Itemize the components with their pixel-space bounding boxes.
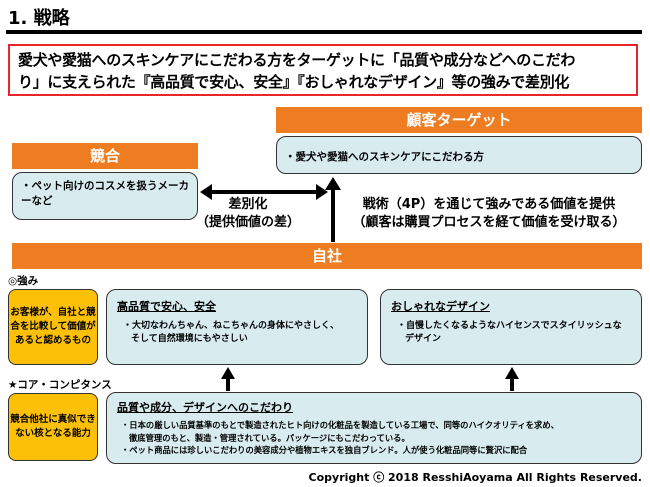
headline-line-1: 愛犬や愛猫へのスキンケアにこだわる方をターゲットに「品質や成分などへのこだわ xyxy=(18,51,576,69)
strength-quality-heading: 高品質で安心、安全 xyxy=(117,300,216,313)
headline-line-2: り」に支えられた『高品質で安心、安全』『おしゃれなデザイン』等の強みで差別化 xyxy=(18,73,570,91)
strength-quality-box: 高品質で安心、安全 ・大切なわんちゃん、ねこちゃんの身体にやさしく、 そして自然… xyxy=(106,289,368,365)
value-provision-arrow xyxy=(325,177,341,242)
strength-design-body: ・自慢したくなるようなハイセンスでスタイリッシュな デザイン xyxy=(391,320,631,346)
value-provision-line-2: （顧客は購買プロセスを経て価値を受け取る） xyxy=(352,215,626,230)
competitor-body: ・ペット向けのコスメを扱うメーカーなど xyxy=(21,180,189,207)
core-competence-line-3: ・ペット商品には珍しいこだわりの美容成分や植物エキスを独自ブレンド。人が使う化粧… xyxy=(121,445,528,455)
strengths-label: ◎強み xyxy=(8,275,39,287)
differentiation-line-1: 差別化 xyxy=(228,197,268,212)
copyright: Copyright ⓒ 2018 ResshiAoyama All Rights… xyxy=(308,471,642,484)
core-competence-heading: 品質や成分、デザインへのこだわり xyxy=(117,401,293,414)
core-to-design-arrow xyxy=(505,367,519,391)
core-to-quality-arrow xyxy=(221,367,235,391)
core-competence-label: ★コア・コンピタンス xyxy=(8,379,112,391)
strength-design-line-1: ・自慢したくなるようなハイセンスでスタイリッシュな xyxy=(397,321,622,331)
strengths-description: お客様が、自社と競合を比較して価値があると認めるもの xyxy=(8,289,98,365)
strength-design-heading: おしゃれなデザイン xyxy=(391,300,490,313)
target-body: ・愛犬や愛猫へのスキンケアにこだわる方 xyxy=(285,151,484,163)
company-header: 自社 xyxy=(12,243,642,269)
differentiation-line-2: （提供価値の差） xyxy=(195,215,300,230)
core-competence-description: 競合他社に真似できない核となる能力 xyxy=(8,393,98,461)
strength-design-box: おしゃれなデザイン ・自慢したくなるようなハイセンスでスタイリッシュな デザイン xyxy=(380,289,642,365)
core-competence-line-1: ・日本の厳しい品質基準のもとで製造されたヒト向けの化粧品を製造している工場で、同… xyxy=(121,420,559,430)
strategy-headline: 愛犬や愛猫へのスキンケアにこだわる方をターゲットに「品質や成分などへのこだわ り… xyxy=(8,44,638,96)
value-provision-line-1: 戦術（4P）を通じて強みである価値を提供 xyxy=(362,197,616,212)
strength-quality-line-2: そして自然環境にもやさしい xyxy=(131,334,248,344)
title-rule xyxy=(6,30,642,34)
target-header: 顧客ターゲット xyxy=(276,107,642,133)
strength-quality-line-1: ・大切なわんちゃん、ねこちゃんの身体にやさしく、 xyxy=(123,321,340,331)
core-competence-description-text: 競合他社に真似できない核となる能力 xyxy=(10,414,96,439)
strength-design-line-2: デザイン xyxy=(405,334,442,344)
competitor-header: 競合 xyxy=(12,143,198,169)
differentiation-arrow xyxy=(200,184,328,200)
value-provision-label: 戦術（4P）を通じて強みである価値を提供 （顧客は購買プロセスを経て価値を受け取… xyxy=(336,196,642,232)
strengths-description-text: お客様が、自社と競合を比較して価値があると認めるもの xyxy=(10,307,96,346)
page-title: 1. 戦略 xyxy=(8,8,70,29)
core-competence-line-2: 徹底管理のもと、製造・管理されている。パッケージにもこだわっている。 xyxy=(129,432,410,443)
strength-quality-body: ・大切なわんちゃん、ねこちゃんの身体にやさしく、 そして自然環境にもやさしい xyxy=(117,320,357,346)
competitor-box: ・ペット向けのコスメを扱うメーカーなど xyxy=(12,172,198,220)
core-competence-box: 品質や成分、デザインへのこだわり ・日本の厳しい品質基準のもとで製造されたヒト向… xyxy=(106,392,642,464)
target-box: ・愛犬や愛猫へのスキンケアにこだわる方 xyxy=(276,136,642,174)
differentiation-label: 差別化 （提供価値の差） xyxy=(190,196,306,232)
core-competence-body: ・日本の厳しい品質基準のもとで製造されたヒト向けの化粧品を製造している工場で、同… xyxy=(117,419,631,457)
